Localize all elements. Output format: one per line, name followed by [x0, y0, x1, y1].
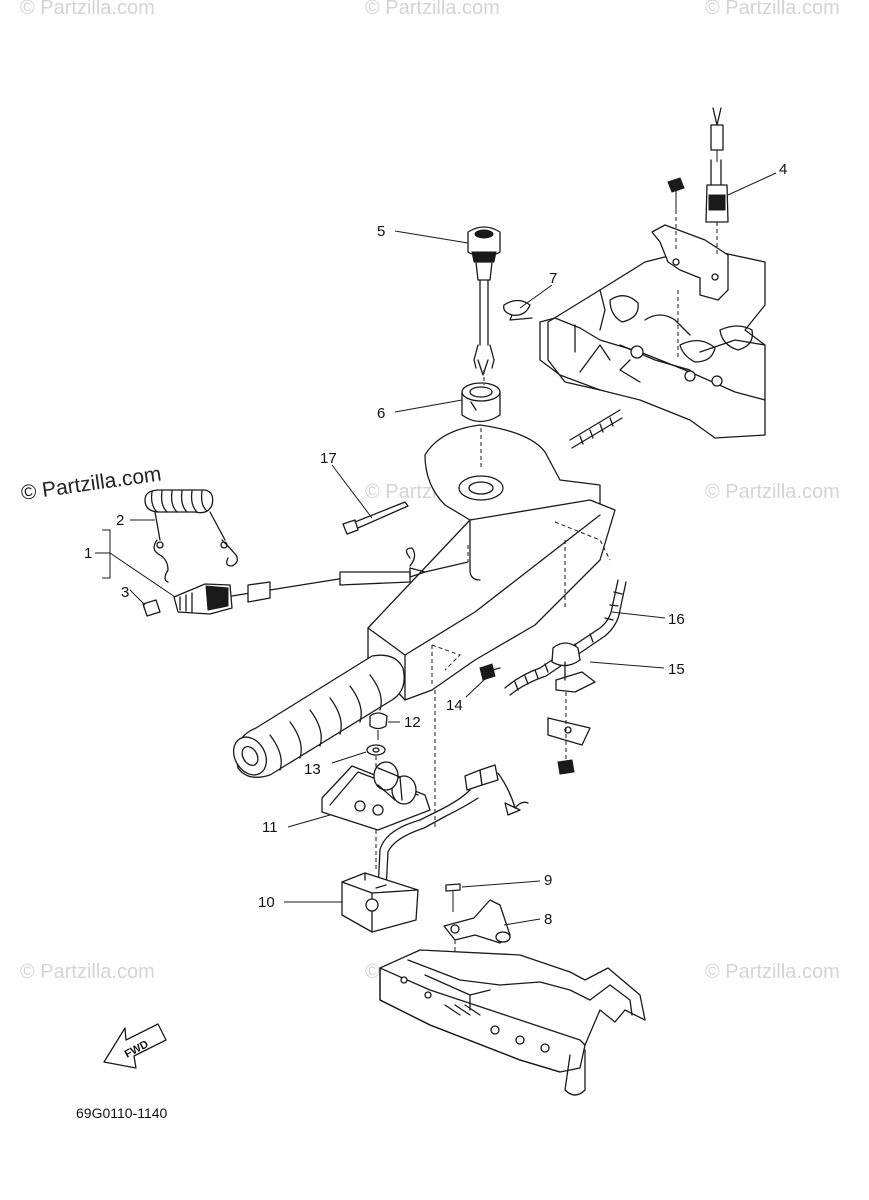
lanyard-part-2 [144, 489, 238, 583]
label-part-11: 11 [262, 819, 278, 836]
screw-part-12 [369, 712, 388, 740]
label-part-2: 2 [116, 512, 124, 529]
cable-tie-part-17 [342, 501, 409, 535]
label-part-14: 14 [446, 697, 463, 714]
kill-switch-assembly-part-1 [173, 545, 469, 615]
neutral-switch-part-4 [651, 107, 729, 360]
label-part-5: 5 [377, 223, 385, 240]
label-part-10: 10 [258, 894, 275, 911]
clamp-part-15 [547, 642, 596, 775]
label-part-12: 12 [404, 714, 421, 731]
switch-box-part-10 [341, 872, 419, 933]
protector-tube-part-16 [504, 409, 627, 696]
label-part-6: 6 [377, 405, 385, 422]
label-part-3: 3 [121, 584, 129, 601]
wiring-harness [377, 764, 529, 891]
label-part-7: 7 [549, 270, 557, 287]
leader-lines [95, 172, 777, 926]
steering-handle [232, 424, 616, 830]
swivel-bracket-base [379, 949, 646, 1096]
label-part-1: 1 [84, 545, 92, 562]
label-part-17: 17 [320, 450, 337, 467]
label-part-16: 16 [668, 611, 685, 628]
grommet-part-6 [461, 382, 501, 423]
watermark: © Partzilla.com [705, 0, 840, 19]
cap-part-3 [142, 599, 161, 617]
label-part-4: 4 [779, 161, 787, 178]
watermark: © Partzilla.com [705, 481, 840, 503]
label-part-13: 13 [304, 761, 321, 778]
watermark: © Partzilla.com [20, 0, 155, 19]
assembly-lines [375, 370, 485, 870]
partzilla-watermark: © Partzilla.com [19, 462, 162, 504]
watermark: © Partzilla.com [20, 961, 155, 983]
bracket-part-8 [443, 899, 511, 1015]
clip-part-7 [503, 299, 533, 321]
watermark: © Partzilla.com [705, 961, 840, 983]
fwd-arrow: FWD [103, 1023, 167, 1069]
label-part-8: 8 [544, 911, 552, 928]
label-part-9: 9 [544, 872, 552, 889]
part-labels: 1 2 3 4 5 6 7 8 9 10 11 12 13 14 15 16 1… [84, 161, 787, 928]
diagram-code: 69G0110-1140 [76, 1105, 168, 1121]
screw-part-9 [445, 883, 461, 912]
switch-holder-part-11 [321, 761, 431, 831]
label-part-15: 15 [668, 661, 685, 678]
watermark: © Partzilla.com [365, 0, 500, 19]
screw-part-14 [479, 663, 501, 681]
bottom-cowling-bracket [539, 247, 766, 439]
stop-switch-part-5 [467, 226, 501, 376]
